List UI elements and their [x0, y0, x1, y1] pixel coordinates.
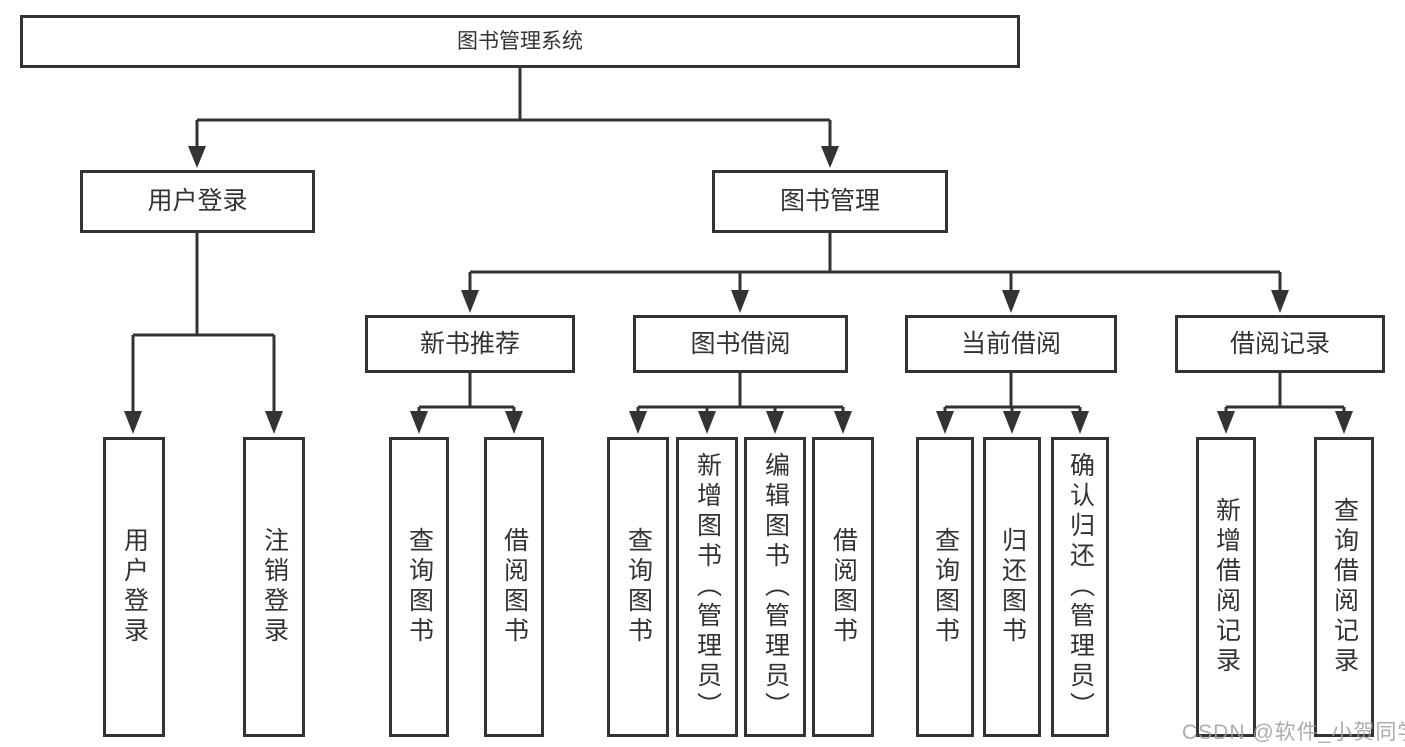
connector-root-to-level2: [195, 68, 832, 150]
connector-book-borrow-to-leaves: [636, 373, 845, 414]
leaf-query-borrow-record: 查询借阅记录: [1314, 437, 1374, 737]
leaf-logout: 注销登录: [243, 437, 305, 737]
node-current-borrow: 当前借阅: [905, 315, 1117, 373]
leaf-add-book-admin: 新增图书（管理员）: [676, 437, 738, 737]
node-root-system: 图书管理系统: [20, 15, 1020, 68]
leaf-borrow-book-recommend: 借阅图书: [484, 437, 544, 737]
node-new-book-recommend: 新书推荐: [365, 315, 575, 373]
leaf-return-book: 归还图书: [983, 437, 1041, 737]
arrowheads-new-book-leaves: [410, 411, 523, 434]
leaf-query-book-borrow: 查询图书: [607, 437, 669, 737]
leaf-query-book-current: 查询图书: [916, 437, 974, 737]
arrowheads-book-management-level3: [461, 290, 1289, 313]
leaf-confirm-return-admin: 确认归还（管理员）: [1051, 437, 1109, 737]
connector-user-login-to-leaves: [131, 233, 276, 414]
node-book-management: 图书管理: [712, 170, 948, 233]
connector-current-borrow-to-leaves: [943, 373, 1082, 414]
connector-new-book-to-leaves: [417, 373, 516, 414]
leaf-edit-book-admin: 编辑图书（管理员）: [744, 437, 806, 737]
arrowheads-book-borrow-leaves: [629, 411, 852, 434]
connector-borrow-record-to-leaves: [1224, 373, 1346, 414]
arrowheads-current-borrow-leaves: [936, 411, 1089, 434]
arrowheads-root-to-level2: [188, 146, 839, 168]
csdn-watermark: CSDN @软件_小贺同学: [1182, 721, 1405, 744]
leaf-borrow-book-borrow: 借阅图书: [812, 437, 874, 737]
node-user-login: 用户登录: [80, 170, 315, 233]
leaf-add-borrow-record: 新增借阅记录: [1196, 437, 1256, 737]
arrowheads-borrow-record-leaves: [1217, 411, 1353, 434]
leaf-user-login: 用户登录: [103, 437, 165, 737]
node-book-borrow: 图书借阅: [633, 315, 848, 373]
node-borrow-record: 借阅记录: [1175, 315, 1385, 373]
arrowheads-user-login-leaves: [124, 411, 283, 434]
leaf-query-book-recommend: 查询图书: [389, 437, 449, 737]
connector-book-management-to-level3: [468, 233, 1282, 294]
